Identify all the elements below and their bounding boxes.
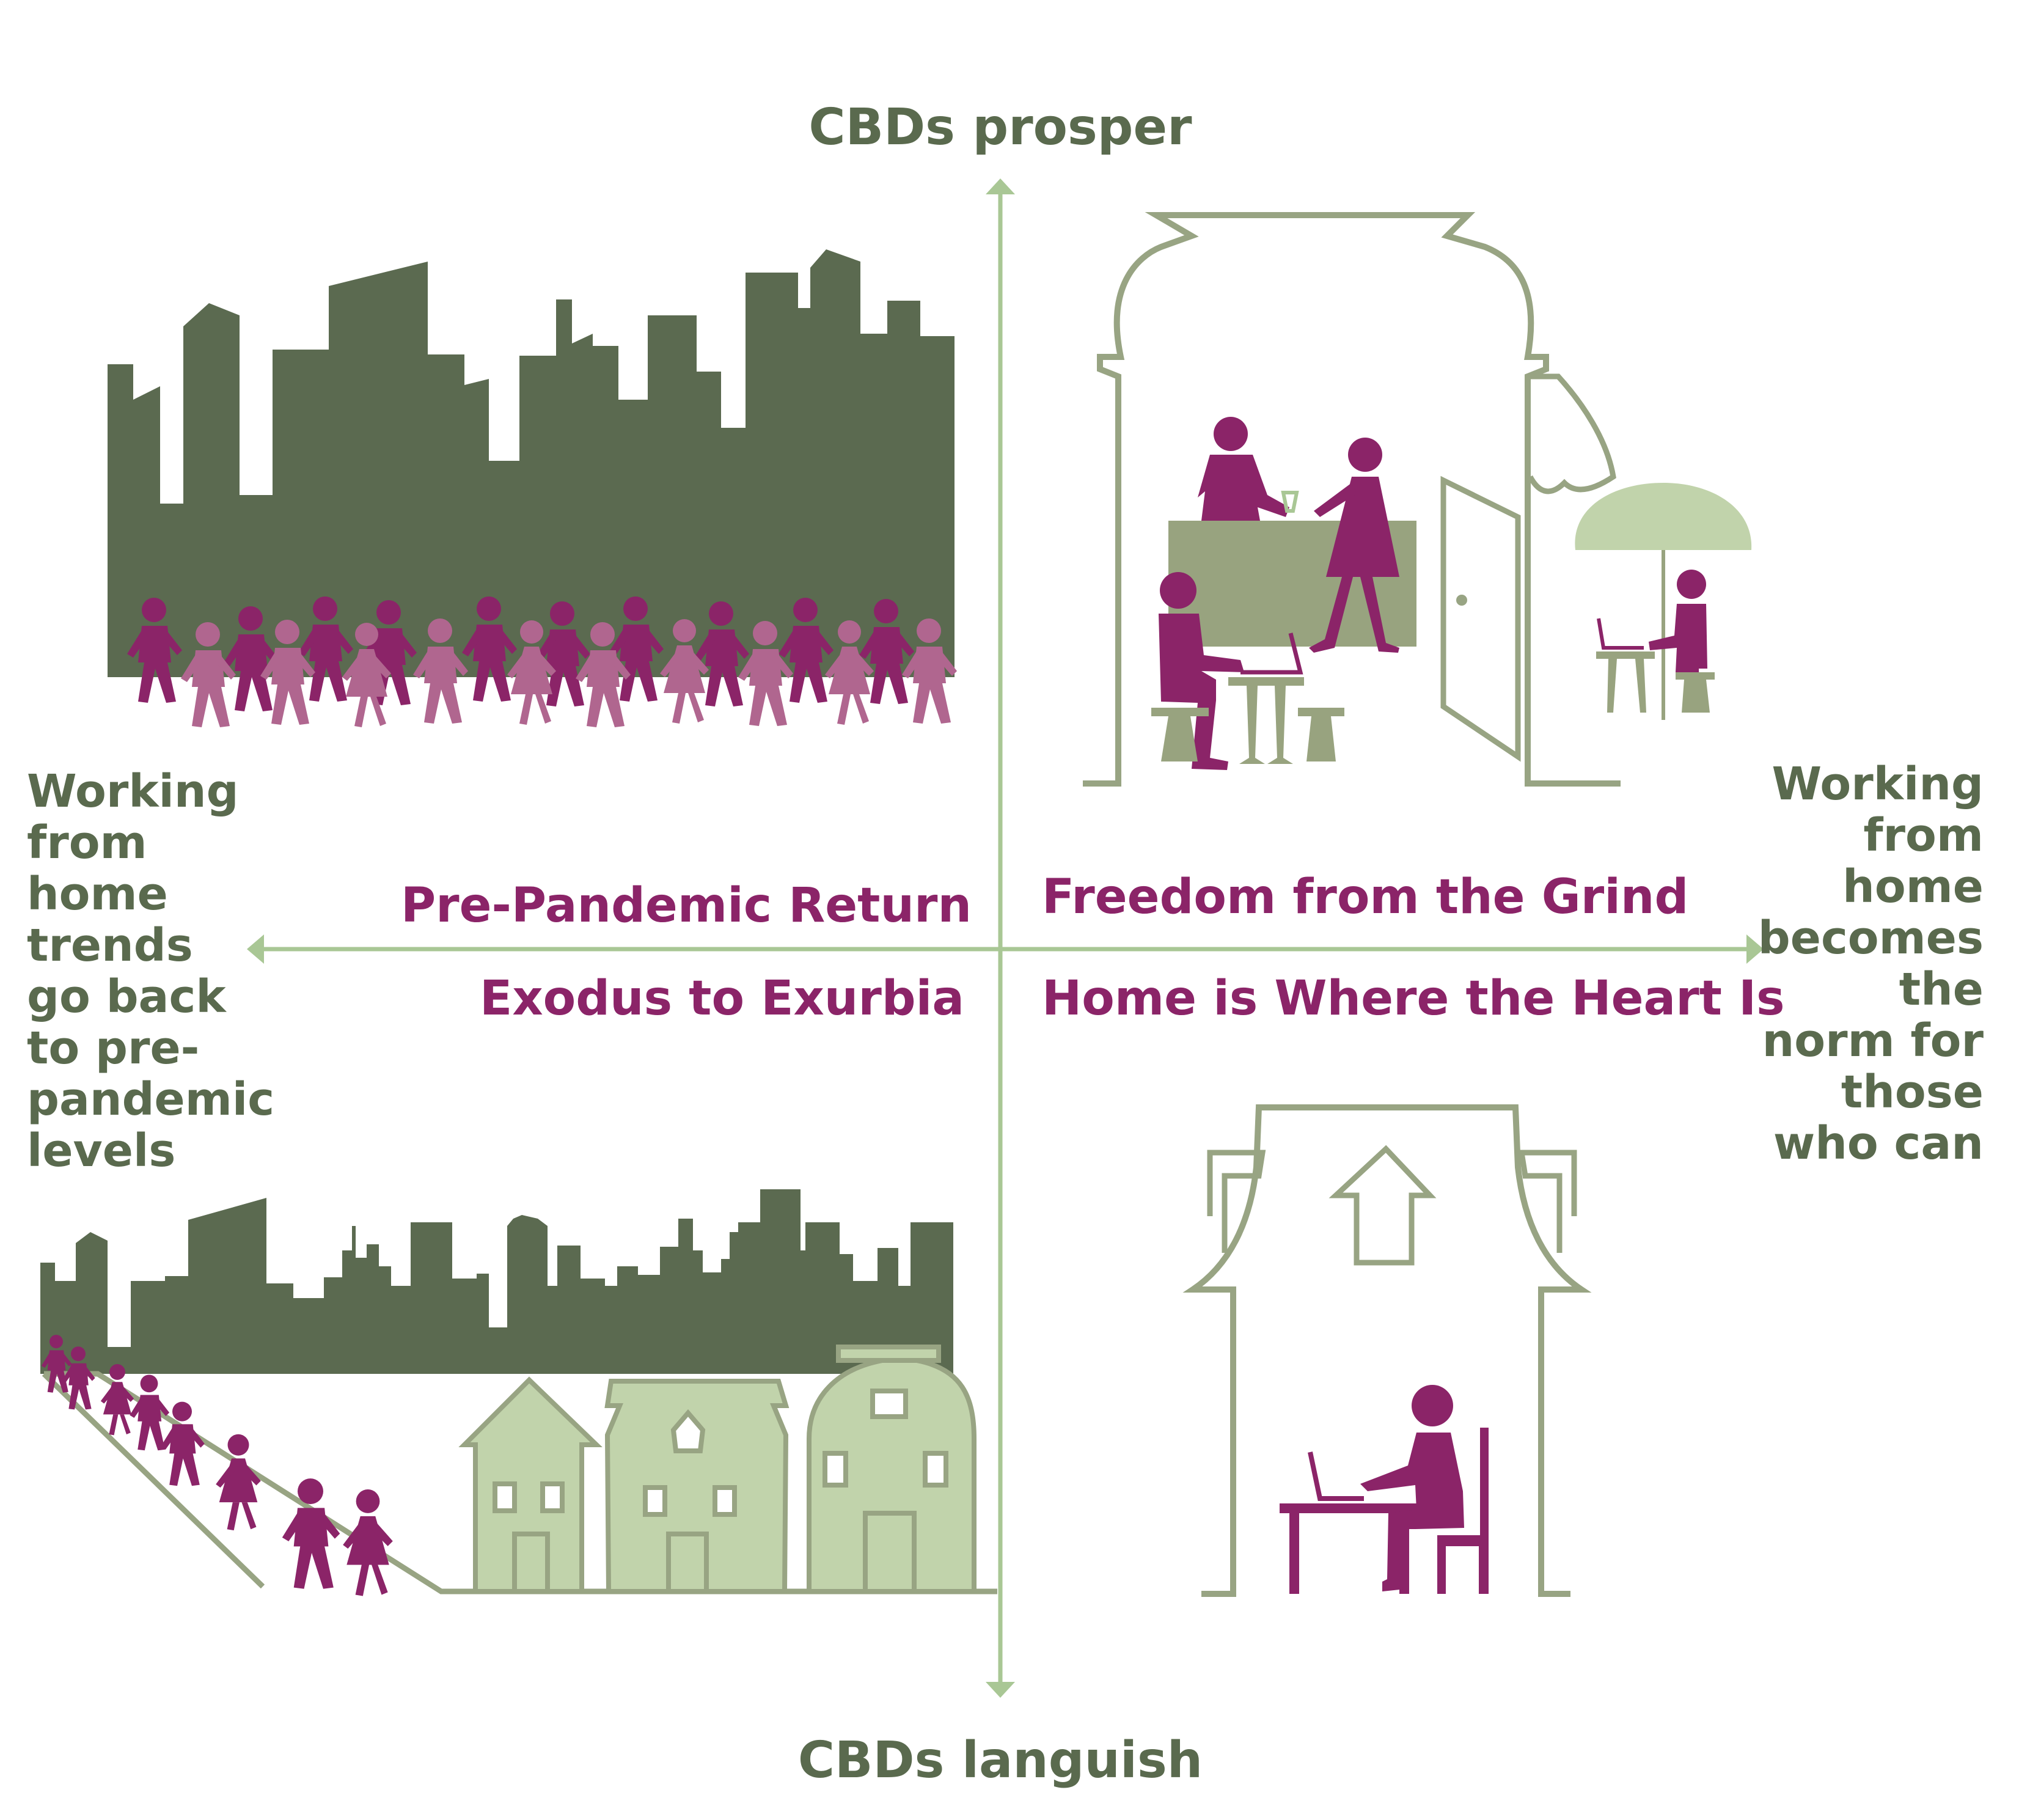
migrant-figure: [343, 1489, 393, 1596]
axis-label-left: Working from home trends go back to pre-…: [27, 765, 274, 1177]
left-label-line: Working: [27, 765, 239, 818]
customer-legs: [1309, 577, 1399, 653]
cafe-illustration: [1083, 212, 1752, 787]
attic-window: [1328, 1145, 1437, 1266]
dormer: [670, 1409, 706, 1453]
house-window: [870, 1389, 908, 1419]
down-arrowhead: [986, 1682, 1015, 1698]
laptop-icon: [1240, 633, 1303, 675]
axis-label-right: Working from home becomes the norm for t…: [1758, 758, 1984, 1170]
quadrant-title-bottom-left: Exodus to Exurbia: [480, 971, 964, 1026]
right-label-line: who can: [1773, 1117, 1984, 1170]
laptop-icon: [1597, 618, 1644, 650]
left-label-line: home: [27, 868, 168, 920]
right-label-line: those: [1841, 1066, 1984, 1118]
seated-worker-head: [1160, 572, 1196, 609]
migrant-figure: [216, 1434, 261, 1531]
customer-head: [1348, 438, 1382, 472]
vertical-axis: [986, 178, 1015, 1698]
cafe-table: [1228, 677, 1304, 764]
seated-worker-body: [1159, 614, 1244, 770]
cafe-door: [1440, 475, 1521, 762]
axis-label-top: CBDs prosper: [808, 98, 1192, 156]
curtain: [1528, 373, 1616, 494]
house-outline: [1182, 1104, 1592, 1597]
city-skyline-illustration: [108, 249, 955, 677]
home-worker-head: [1412, 1385, 1453, 1426]
suburban-houses: [458, 1345, 977, 1594]
right-arrowhead: [1746, 934, 1764, 964]
door-knob: [1456, 595, 1467, 606]
barista-head: [1214, 417, 1248, 451]
cafe-stool: [1151, 708, 1209, 761]
laptop-icon: [1308, 1451, 1364, 1501]
right-label-line: home: [1842, 860, 1984, 913]
chair: [1437, 1428, 1489, 1594]
house-window: [493, 1481, 517, 1513]
house-door: [863, 1511, 917, 1594]
outdoor-stool: [1676, 672, 1715, 713]
house-door: [512, 1532, 550, 1594]
axis-label-bottom: CBDs languish: [798, 1731, 1203, 1789]
right-chimney: [1518, 1150, 1577, 1253]
home-worker-body: [1360, 1433, 1464, 1591]
house-window: [823, 1451, 848, 1488]
quadrant-title-top-left: Pre-Pandemic Return: [401, 878, 972, 933]
distant-skyline-illustration: [40, 1189, 953, 1374]
left-arrowhead: [247, 934, 264, 964]
left-chimney: [1207, 1150, 1266, 1253]
house-door: [666, 1532, 709, 1594]
left-label-line: pandemic: [27, 1073, 274, 1126]
house-window: [540, 1481, 565, 1513]
drink-glass: [1281, 491, 1299, 513]
left-label-line: from: [27, 816, 147, 869]
right-label-line: the: [1899, 963, 1984, 1016]
right-label-line: becomes: [1758, 912, 1984, 964]
cafe-stool: [1298, 708, 1344, 761]
house: [604, 1379, 790, 1594]
house: [458, 1376, 603, 1594]
outdoor-worker-head: [1677, 570, 1706, 599]
migrant-figure: [100, 1364, 134, 1436]
home-office-illustration: [1182, 1104, 1592, 1597]
barista-body: [1198, 455, 1289, 521]
right-label-line: Working: [1772, 758, 1984, 810]
left-label-line: go back: [27, 971, 227, 1023]
left-label-line: trends: [27, 919, 193, 972]
cafe-building-outline: [1083, 212, 1621, 787]
umbrella-icon: [1575, 483, 1752, 550]
up-arrowhead: [986, 178, 1015, 194]
outdoor-table: [1596, 651, 1655, 713]
left-label-line: to pre-: [27, 1022, 199, 1074]
house-window: [923, 1451, 948, 1488]
migrant-figure: [130, 1374, 170, 1451]
customer-arm: [1314, 483, 1357, 517]
right-label-line: from: [1863, 809, 1984, 862]
house-window: [643, 1485, 667, 1517]
right-label-line: norm for: [1762, 1015, 1984, 1067]
quadrant-title-bottom-right: Home is Where the Heart Is: [1042, 971, 1785, 1026]
quadrant-title-top-right: Freedom from the Grind: [1042, 870, 1688, 925]
customer-dress: [1326, 477, 1399, 577]
house-crest: [836, 1345, 941, 1363]
house-window: [713, 1485, 737, 1517]
left-label-line: levels: [27, 1125, 175, 1177]
horizontal-axis: [247, 934, 1764, 964]
